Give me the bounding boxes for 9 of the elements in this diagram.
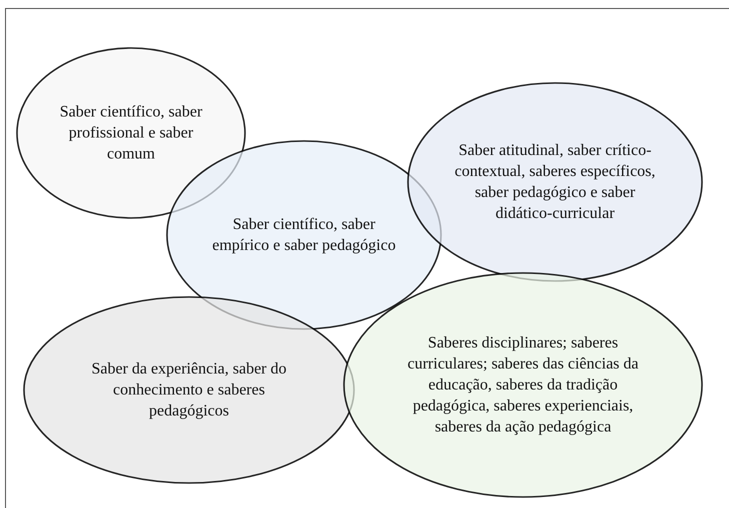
node-text: Saber atitudinal, saber crítico-contextual, saberes específicos, saber pedagógico e saber didático-curricular <box>454 141 656 224</box>
ellipse-node <box>407 82 703 282</box>
ellipse-node <box>166 140 442 330</box>
ellipse-node <box>16 47 246 219</box>
node-text: Saberes disciplinares; saberes curriculares; saberes das ciências da educação, saberes da tradição pedagógica, saberes experienciais, saberes da ação pedagógica <box>406 334 640 438</box>
node-text: Saber científico, saber profissional e saber comum <box>58 102 204 164</box>
node-text: Saber da experiência, saber do conhecimento e saberes pedagógicos <box>90 360 288 422</box>
node-text: Saber científico, saber empírico e saber pedagógico <box>212 215 396 256</box>
ellipse-node <box>343 272 703 498</box>
